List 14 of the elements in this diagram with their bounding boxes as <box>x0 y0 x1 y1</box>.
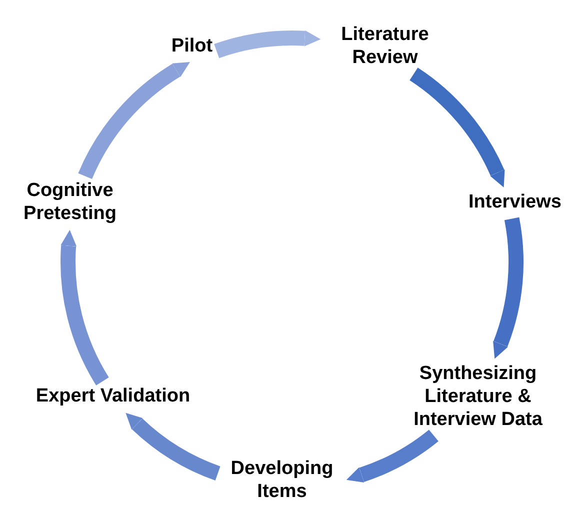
curved-arrow <box>60 230 110 385</box>
step-label: Interviews <box>468 192 562 214</box>
step-label: Cognitive Pretesting <box>5 180 135 226</box>
curved-arrow <box>125 413 221 480</box>
step-label: Expert Validation <box>36 386 190 408</box>
curved-arrow <box>78 61 190 180</box>
step-label: Literature Review <box>325 24 445 70</box>
curved-arrow <box>492 218 524 360</box>
step-label: Pilot <box>171 36 213 58</box>
curved-arrow <box>214 30 321 58</box>
step-label: Developing Items <box>222 458 342 504</box>
step-label: Synthesizing Literature & Interview Data <box>393 362 563 432</box>
curved-arrow <box>346 429 438 482</box>
curved-arrow <box>409 68 505 187</box>
